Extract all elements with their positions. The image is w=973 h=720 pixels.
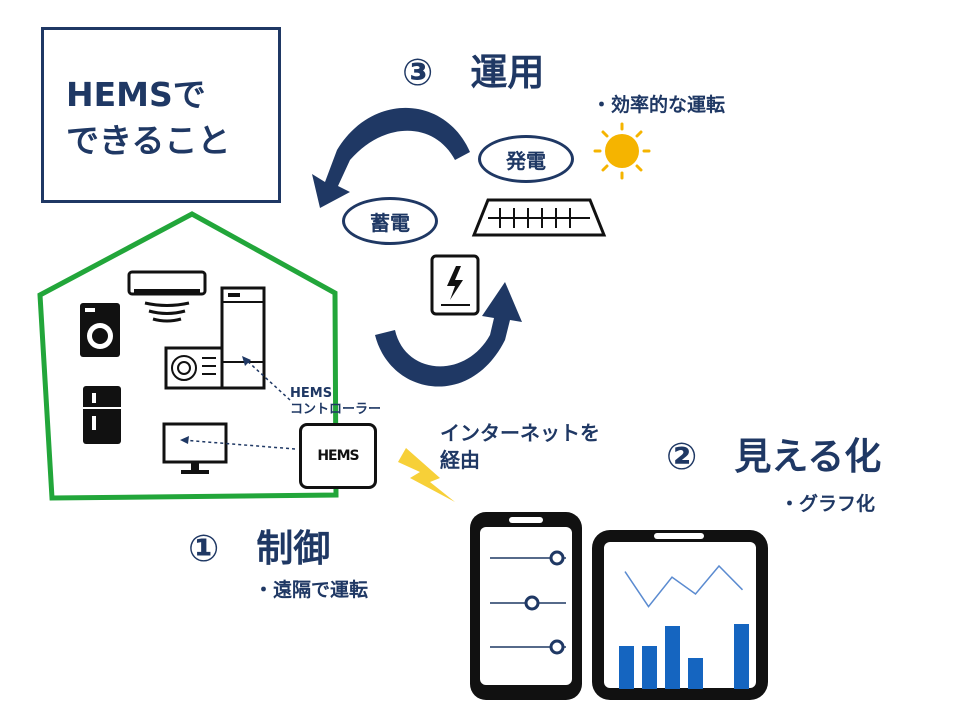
air-conditioner-icon xyxy=(127,270,207,323)
solar-panel-icon xyxy=(471,198,607,237)
chart-line xyxy=(624,564,744,608)
section1-bullet: ・遠隔で運転 xyxy=(254,579,369,601)
storage-label: 蓄電 xyxy=(370,210,410,235)
lightning-bolt-icon xyxy=(398,448,455,502)
cycle-arrow-top xyxy=(312,107,470,208)
section2-bullet: ・グラフ化 xyxy=(780,493,876,515)
page-title: HEMSで できること xyxy=(66,75,231,160)
house-outline xyxy=(37,211,339,501)
tv-icon xyxy=(162,422,228,474)
smartphone-icon xyxy=(470,512,582,700)
chart-bar xyxy=(619,646,634,689)
sun-icon xyxy=(593,122,651,180)
hems-controller-text: HEMS xyxy=(317,448,359,464)
internet-label: インターネットを 経由 xyxy=(440,421,600,472)
tablet-chart xyxy=(619,564,749,689)
section2-heading: ② 見える化 xyxy=(666,435,882,478)
generation-label: 発電 xyxy=(506,148,546,173)
storage-bubble: 蓄電 xyxy=(342,197,438,245)
control-signal-arrows xyxy=(181,357,296,450)
refrigerator-icon xyxy=(83,386,121,444)
section1-heading: ① 制御 xyxy=(188,527,331,570)
chart-bar xyxy=(665,626,680,689)
title-box xyxy=(41,27,281,203)
storage-battery-icon xyxy=(430,254,480,316)
section3-heading: ③ 運用 xyxy=(402,51,545,94)
chart-bar xyxy=(688,658,703,689)
controller-label: HEMS コントローラー xyxy=(290,386,382,417)
washing-machine-icon xyxy=(80,303,120,357)
chart-bar xyxy=(734,624,749,689)
outdoor-unit-icon xyxy=(164,346,224,390)
generation-bubble: 発電 xyxy=(478,135,574,183)
water-heater-icon xyxy=(220,286,266,390)
cycle-arrow-bottom xyxy=(375,282,522,387)
section3-bullet: ・効率的な運転 xyxy=(592,94,726,116)
hems-controller: HEMS xyxy=(299,423,377,489)
chart-bar xyxy=(642,646,657,689)
